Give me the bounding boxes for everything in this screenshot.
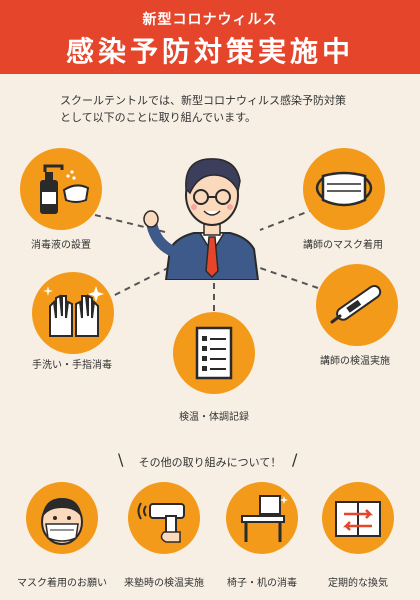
clean-hands-circle [32,272,114,354]
ventilation-circle [322,482,394,554]
other-label-mask: マスク着用のお願い [17,578,107,589]
sanitizer-circle [20,148,102,230]
heading-slash-right: / [292,450,298,469]
header-banner: 新型コロナウィルス 感染予防対策実施中 [0,0,420,74]
measure-label-mask: 講師のマスク着用 [303,240,383,251]
masked-child-icon [41,498,83,545]
temperature-gun-icon [137,502,185,543]
checklist-icon [195,326,233,380]
other-heading: その他の取り組みについて！ [138,456,282,469]
teacher-illustration [143,158,260,280]
intro-line-2: として以下のことに取り組んでいます。 [60,111,257,124]
sanitizer-icon [40,164,90,214]
face-mask-icon [315,171,373,207]
intro-line-1: スクールテントルでは、新型コロナウィルス感染予防対策 [60,94,346,107]
measure-label-hands: 手洗い・手指消毒 [32,360,112,371]
measure-label-thermometer: 講師の検温実施 [320,356,390,367]
heading-slash-left: \ [118,450,124,469]
other-label-ventilation: 定期的な換気 [328,578,388,589]
masked-child-circle [26,482,98,554]
measure-label-sanitizer: 消毒液の設置 [31,240,91,251]
ventilation-icon [335,501,381,537]
other-label-desk: 椅子・机の消毒 [227,578,297,589]
checklist-circle [173,312,255,394]
temperature-gun-circle [128,482,200,554]
clean-hands-icon [43,286,104,337]
measure-label-checklist: 検温・体調記録 [179,412,249,423]
thermometer-circle [316,264,398,346]
desk-chair-circle [226,482,298,554]
face-mask-circle [303,148,385,230]
header-subtitle: 新型コロナウィルス [142,12,278,28]
header-title: 感染予防対策実施中 [65,35,354,68]
desk-chair-icon [241,495,288,542]
intro-text: スクールテントルでは、新型コロナウィルス感染予防対策 として以下のことに取り組ん… [60,92,380,126]
other-label-temperature: 来塾時の検温実施 [124,578,204,589]
thermometer-icon [330,284,382,324]
